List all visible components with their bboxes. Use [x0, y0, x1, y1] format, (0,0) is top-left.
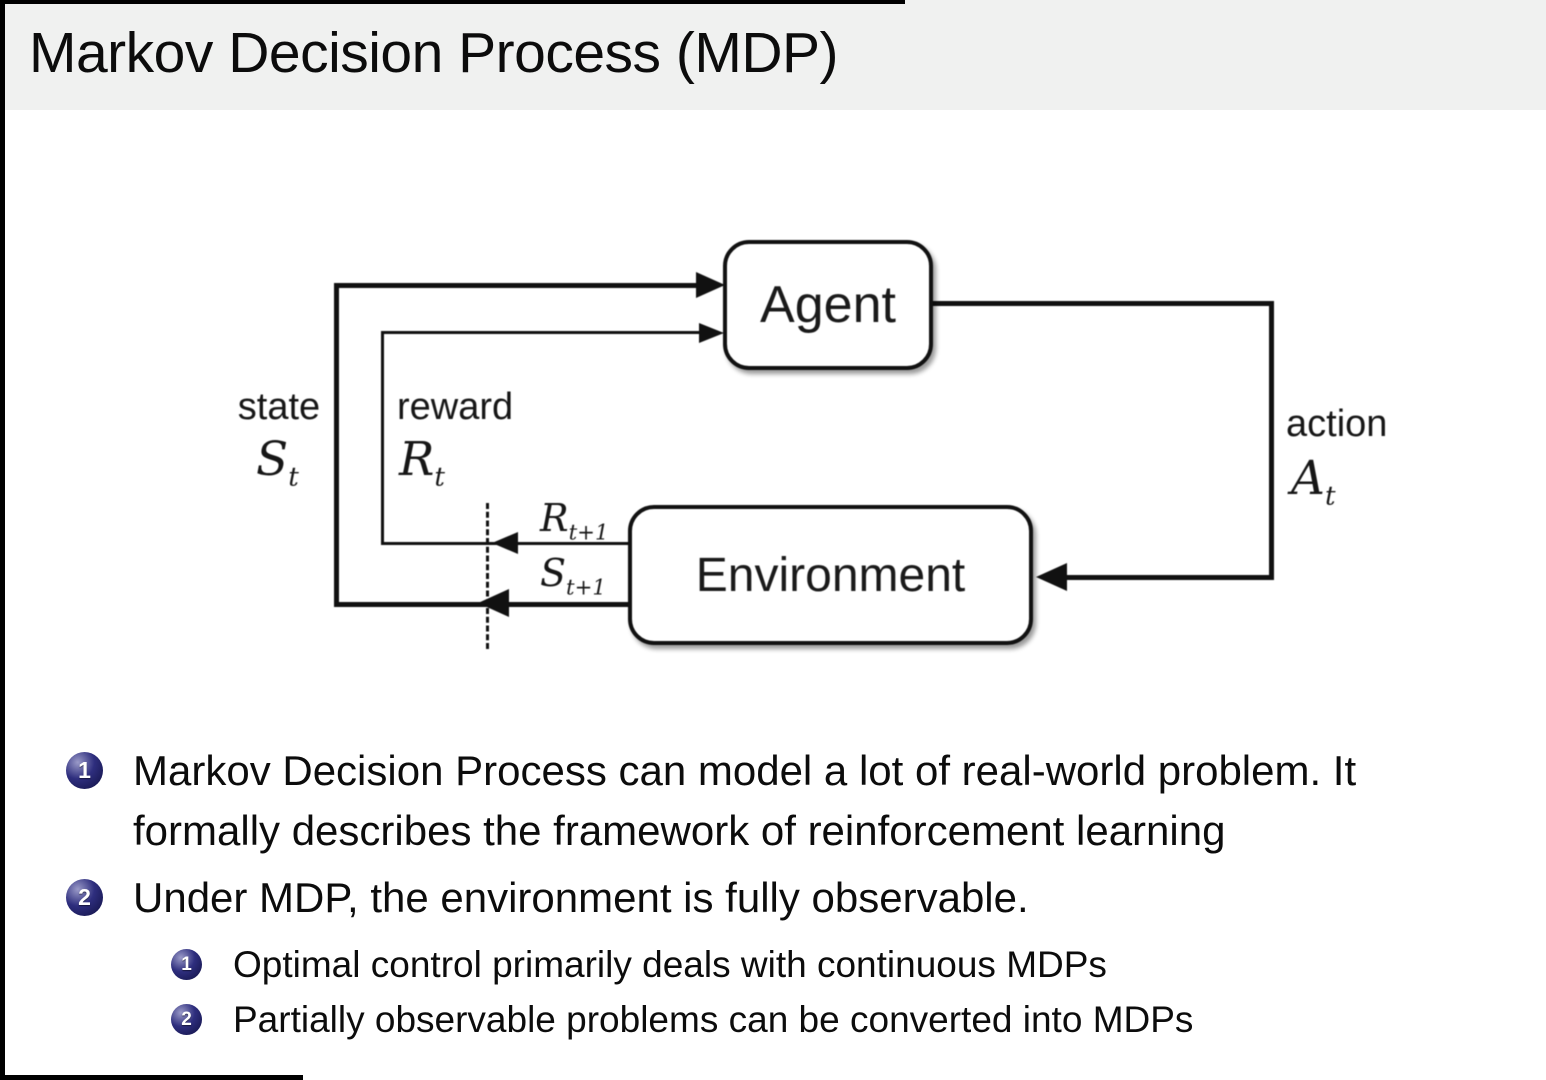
- reward-symbol-subscript: t: [434, 462, 445, 493]
- reward-loop-top-line: [381, 331, 699, 334]
- reward-label: reward: [397, 386, 514, 428]
- reward-loop-vertical-line: [381, 331, 384, 544]
- sub-bullet-text: Optimal control primarily deals with con…: [233, 944, 1107, 985]
- mdp-agent-environment-diagram: Agent Environment state reward action St…: [237, 240, 1388, 649]
- state-arrowhead-icon: [696, 272, 725, 298]
- window-top-edge: [0, 0, 905, 4]
- state-loop-top-line: [334, 283, 696, 288]
- environment-box: Environment: [628, 505, 1033, 645]
- action-symbol-letter: A: [1291, 451, 1325, 506]
- sub-bullet-text: Partially observable problems can be con…: [233, 999, 1194, 1040]
- state-label: state: [237, 386, 321, 428]
- window-left-edge: [0, 0, 5, 1080]
- list-item: 2 Partially observable problems can be c…: [171, 995, 1498, 1045]
- sub-bullet-number-badge: 2: [171, 1004, 202, 1035]
- state-symbol-letter: S: [256, 432, 289, 487]
- next-reward-symbol: Rt+1: [540, 496, 609, 546]
- action-label: action: [1286, 403, 1388, 445]
- reward-arrowhead-icon: [699, 323, 724, 343]
- next-reward-arrowhead-icon: [492, 532, 518, 554]
- title-bar: Markov Decision Process (MDP): [0, 0, 1546, 110]
- action-arrowhead-icon: [1036, 563, 1067, 591]
- bullet-text: Under MDP, the environment is fully obse…: [133, 874, 1029, 921]
- action-loop-top-line: [933, 301, 1274, 306]
- list-item: 1 Markov Decision Process can model a lo…: [66, 741, 1498, 861]
- next-state-symbol: St+1: [540, 551, 606, 601]
- action-symbol-subscript: t: [1324, 481, 1336, 512]
- window-bottom-edge: [0, 1075, 303, 1080]
- reward-symbol-letter: R: [399, 432, 435, 487]
- page-title: Markov Decision Process (MDP): [29, 21, 839, 85]
- sub-bullet-number-badge: 1: [171, 949, 202, 980]
- bullet-list: 1 Markov Decision Process can model a lo…: [66, 741, 1498, 1050]
- bullet-number-badge: 1: [66, 752, 103, 789]
- bullet-number-badge: 2: [66, 879, 103, 916]
- agent-box-label: Agent: [760, 276, 896, 334]
- next-state-symbol-subscript: t+1: [566, 575, 606, 601]
- bullet-text: Markov Decision Process can model a lot …: [133, 747, 1357, 854]
- environment-box-label: Environment: [695, 548, 966, 602]
- action-loop-bottom-line: [1062, 575, 1274, 580]
- next-state-symbol-letter: S: [540, 551, 567, 595]
- state-symbol-subscript: t: [288, 462, 299, 493]
- next-reward-symbol-letter: R: [540, 496, 569, 540]
- next-state-arrowhead-icon: [478, 589, 509, 617]
- agent-box: Agent: [723, 240, 933, 370]
- state-symbol: St: [256, 432, 299, 492]
- state-loop-vertical-line: [334, 283, 339, 607]
- list-item: 2 Under MDP, the environment is fully ob…: [66, 868, 1498, 928]
- action-symbol: At: [1291, 451, 1336, 511]
- next-reward-symbol-subscript: t+1: [568, 520, 609, 546]
- time-step-boundary-dashed-line: [486, 503, 489, 649]
- reward-symbol: Rt: [399, 432, 445, 492]
- action-loop-vertical-line: [1269, 301, 1274, 580]
- sub-bullet-list: 1 Optimal control primarily deals with c…: [171, 940, 1498, 1045]
- list-item: 1 Optimal control primarily deals with c…: [171, 940, 1498, 990]
